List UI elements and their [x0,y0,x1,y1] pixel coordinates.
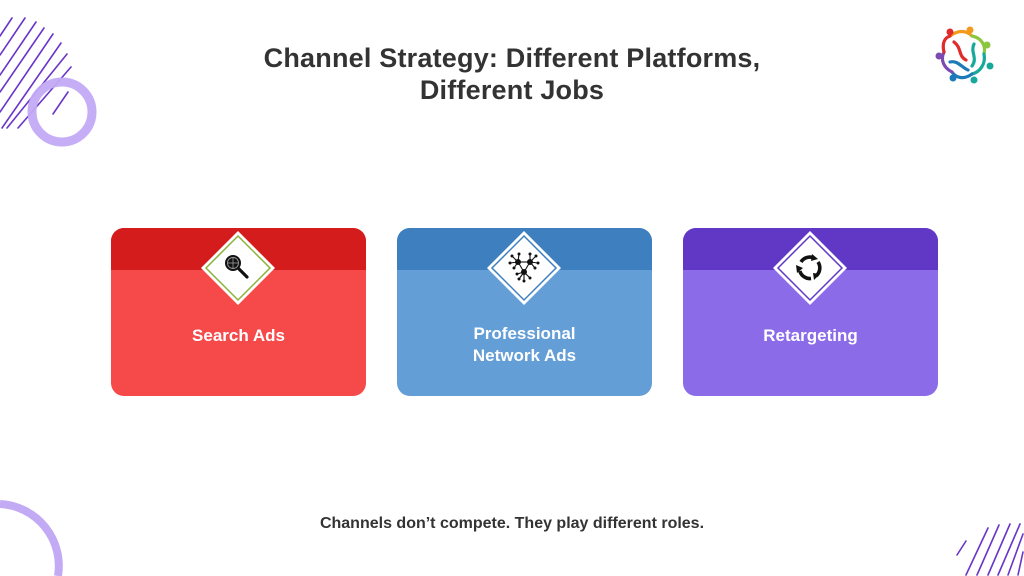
card-label-line: Search Ads [192,326,285,345]
card-label: Retargeting [683,325,938,347]
search-globe-icon [201,231,275,305]
page-title: Channel Strategy: Different Platforms, D… [0,42,1024,106]
card-label: Professional Network Ads [397,323,652,367]
card-label-line: Network Ads [472,346,577,365]
network-nodes-icon [487,231,561,305]
footer-tagline: Channels don’t compete. They play differ… [319,515,705,532]
stripes-decoration-top-left [0,17,97,147]
title-line-1: Channel Strategy: Different Platforms, [263,43,761,73]
card-label-line: Retargeting [763,326,858,345]
card-label-line: Professional [473,324,576,343]
card-label: Search Ads [111,325,366,347]
title-line-2: Different Jobs [419,75,605,105]
cycle-arrows-icon [773,231,847,305]
stripes-decoration-bottom-right [956,523,1024,576]
ring-decoration-bottom-left [0,500,63,576]
people-circle-logo-icon [935,26,994,84]
